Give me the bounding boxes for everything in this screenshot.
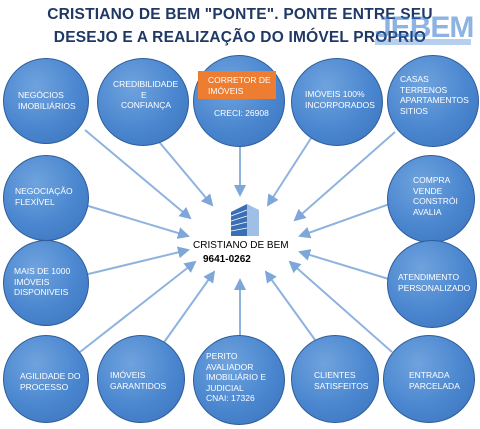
- bubble-tipos: CASAS TERRENOS APARTAMENTOS SITIOS: [387, 55, 479, 147]
- building-icon: [230, 204, 259, 236]
- bubble-text: CNAI: 17326: [206, 393, 255, 403]
- bubble-text: IMOBILIÁRIOS: [18, 100, 76, 111]
- bubble-text: TERRENOS: [400, 84, 448, 95]
- bubble-text: AGILIDADE DO: [20, 371, 81, 381]
- bubble-text: GARANTIDOS: [110, 380, 167, 391]
- bubble-perito: PERITO AVALIADOR IMOBILIÁRIO E JUDICIAL …: [193, 335, 285, 425]
- bubble-text: FLEXÍVEL: [15, 196, 55, 207]
- bubble-corretor: [193, 55, 285, 147]
- bubble-negocios: NEGÓCIOS IMOBILIÁRIOS: [3, 58, 89, 144]
- bubble-text: PROCESSO: [20, 381, 69, 392]
- center-name: CRISTIANO DE BEM: [193, 240, 289, 251]
- bubble-negociacao: NEGOCIAÇÃO FLEXÍVEL: [3, 155, 89, 241]
- bubble-text: SATISFEITOS: [314, 380, 369, 391]
- bubble-text: ENTRADA: [409, 370, 450, 380]
- bubble-compra: COMPRA VENDE CONSTRÓI AVALIA: [387, 155, 475, 243]
- bubble-text: IMÓVEIS: [110, 370, 146, 380]
- bubble-text: DISPONIVEIS: [14, 287, 69, 297]
- bubble-text: CLIENTES: [314, 370, 356, 380]
- bubble-text: JUDICIAL: [206, 382, 244, 393]
- bubble-incorporados: IMÓVEIS 100% INCORPORADOS: [291, 58, 383, 146]
- bubble-text: PERSONALIZADO: [398, 282, 471, 293]
- bubble-text: IMÓVEIS 100%: [305, 89, 365, 99]
- bubble-text: INCORPORADOS: [305, 99, 375, 110]
- bubble-garantidos: IMÓVEIS GARANTIDOS: [97, 335, 185, 423]
- bubble-text: CORRETOR DE: [208, 75, 271, 85]
- bubble-text: NEGOCIAÇÃO: [15, 186, 73, 196]
- bubble-text: VENDE: [413, 185, 443, 196]
- corretor-label-box: CORRETOR DE IMÓVEIS: [198, 71, 276, 99]
- bubble-text: CONFIANÇA: [121, 100, 172, 110]
- bubble-text: PERITO: [206, 351, 238, 361]
- bubble-text: IMÓVEIS: [208, 85, 244, 96]
- bubble-text: NEGÓCIOS: [18, 90, 64, 100]
- bubble-credibilidade: CREDIBILIDADE E CONFIANÇA: [97, 58, 189, 146]
- bubble-mais1000: MAIS DE 1000 IMÓVEIS DISPONIVEIS: [3, 240, 89, 326]
- bubble-text: CASAS: [400, 74, 429, 84]
- bubble-atendimento: ATENDIMENTO PERSONALIZADO: [387, 240, 477, 328]
- bubble-text: APARTAMENTOS: [400, 95, 469, 105]
- title-line-2: DESEJO E A REALIZAÇÃO DO IMÓVEL PROPRIO: [53, 29, 427, 46]
- bubble-text: E: [141, 89, 147, 100]
- svg-text:JEBEM: JEBEM: [375, 11, 473, 44]
- bubble-text: PARCELADA: [409, 380, 460, 391]
- bubble-text: IMÓVEIS: [14, 276, 50, 287]
- creci-number: CRECI: 26908: [214, 108, 269, 118]
- bubble-text: AVALIA: [413, 206, 442, 217]
- bubble-text: MAIS DE 1000: [14, 266, 71, 276]
- bubble-text: IMOBILIÁRIO E: [206, 372, 266, 382]
- bubble-text: CONSTRÓI: [413, 196, 458, 206]
- bubble-text: CREDIBILIDADE: [113, 79, 179, 89]
- bubble-text: COMPRA: [413, 175, 451, 185]
- center-node: CRISTIANO DE BEM 9641-0262: [193, 200, 303, 270]
- bubble-entrada: ENTRADA PARCELADA: [383, 335, 475, 423]
- bubble-text: SITIOS: [400, 105, 428, 116]
- bubble-text: AVALIADOR: [206, 361, 254, 372]
- center-phone: 9641-0262: [203, 254, 251, 265]
- company-logo: JEBEM: [375, 11, 474, 45]
- bubble-agilidade: AGILIDADE DO PROCESSO: [3, 335, 89, 423]
- title-line-1: CRISTIANO DE BEM "PONTE". PONTE ENTRE SE…: [47, 6, 433, 23]
- bubble-text: ATENDIMENTO: [398, 272, 460, 282]
- bubble-clientes: CLIENTES SATISFEITOS: [291, 335, 379, 423]
